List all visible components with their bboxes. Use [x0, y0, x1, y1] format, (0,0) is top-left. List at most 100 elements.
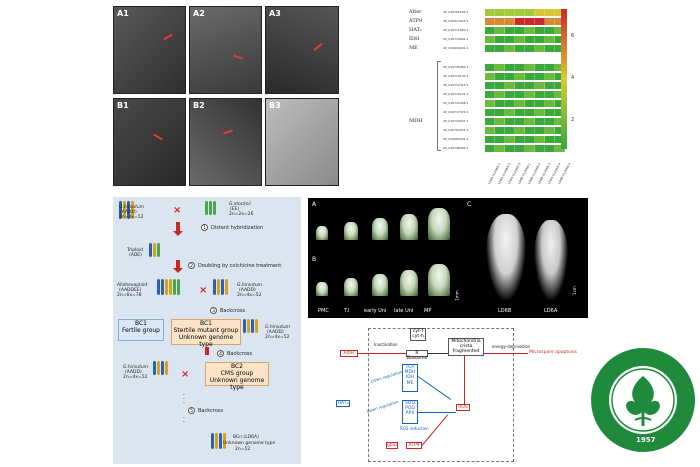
- heatmap-gene-label: MDH: [409, 118, 423, 124]
- chromosome-icon: [153, 361, 156, 375]
- heatmap-cell: [545, 109, 555, 116]
- heatmap-cell: [525, 100, 535, 107]
- recur1-name: G.hirsutum: [237, 283, 263, 288]
- heatmap-cell: [505, 109, 515, 116]
- legend-tick-6: 6: [571, 33, 575, 39]
- heatmap-cell: [505, 91, 515, 98]
- heatmap-cell: [505, 136, 515, 143]
- heatmap-cell: [535, 64, 545, 71]
- heatmap-cell: [545, 18, 555, 25]
- heatmap-cell: [545, 73, 555, 80]
- stage-label-ti: T.I: [344, 308, 350, 314]
- heatmap-cell: [535, 145, 545, 152]
- heatmap-row-id: XP_016712313.1: [443, 83, 469, 87]
- heatmap-cell: [545, 9, 555, 16]
- chromosome-icon: [205, 201, 208, 215]
- bc2-sub1: CMS group: [220, 370, 254, 377]
- chromosome-icon: [165, 361, 168, 375]
- chromosome-icon: [217, 279, 220, 295]
- heatmap-cell: [495, 118, 505, 125]
- chromosome-icon: [255, 319, 258, 333]
- flower-bud-icon: [428, 208, 450, 240]
- flower-bud-icon: [344, 278, 358, 296]
- step-5-text: Backcross: [198, 408, 224, 414]
- heatmap-row-id: XP_016717374.1: [443, 110, 469, 114]
- heatmap-cell: [485, 127, 495, 134]
- heatmap-cell: [535, 45, 545, 52]
- stage-label-late: late Uni: [394, 308, 414, 314]
- em-figure: A1 A2 A3 B1 B2 B3: [113, 6, 339, 186]
- heatmap-cell: [545, 127, 555, 134]
- node-apoptosis: Microspore apoptosis: [528, 350, 578, 357]
- stage-label-early: early Uni: [364, 308, 387, 314]
- parent2-chrom: 2n=2x=26: [229, 212, 254, 217]
- heatmap-gene-label: HAT₁: [409, 27, 423, 33]
- heatmap-cell: [495, 136, 505, 143]
- heatmap-cell: [525, 118, 535, 125]
- logo-seal-icon: [591, 348, 695, 452]
- heatmap-cell: [485, 136, 495, 143]
- recur3-chrom: 2n=4x=52: [123, 375, 148, 380]
- heatmap-cell: [495, 27, 505, 34]
- stage-label-mp: MP: [424, 308, 432, 314]
- heatmap-cell: [505, 64, 515, 71]
- em-label-b3: B3: [269, 101, 281, 110]
- heatmap-cell: [495, 18, 505, 25]
- heatmap-cell: [515, 82, 525, 89]
- legend-tick-4: 4: [571, 75, 575, 81]
- heatmap-cell: [525, 36, 535, 43]
- node-cyt: cyt-f cyt-h: [410, 328, 426, 341]
- chromosome-icon: [157, 243, 160, 257]
- enzyme-group-tca: TCA MDH IDH ME: [402, 364, 418, 392]
- chromosome-icon: [123, 201, 126, 219]
- heatmap-cell: [515, 64, 525, 71]
- edge-line: [358, 353, 406, 354]
- photo-label-b: B: [312, 256, 317, 263]
- chromosome-icon: [149, 243, 152, 257]
- heatmap-cell: [535, 82, 545, 89]
- recur2-chrom: 2n=4x=52: [265, 335, 290, 340]
- em-panel-b1: B1: [113, 98, 186, 186]
- triploid-genome: (ADE): [129, 253, 142, 258]
- heatmap-cell: [525, 9, 535, 16]
- heatmap-cell: [485, 109, 495, 116]
- heatmap-cell: [495, 109, 505, 116]
- node-fragmented-label: fragmented: [452, 349, 480, 355]
- em-panel-b2: B2: [189, 98, 262, 186]
- heatmap-cell: [505, 118, 515, 125]
- c-label-ld6a: LD6A: [544, 308, 558, 314]
- cross-icon: ×: [181, 369, 190, 380]
- parent1-chrom: 2n=4x=52: [119, 215, 144, 220]
- node-cytf: cyt-f: [412, 329, 424, 334]
- edge-line: [484, 353, 528, 354]
- heatmap-cell: [545, 136, 555, 143]
- heatmap-cell: [535, 136, 545, 143]
- heatmap-cell: [515, 9, 525, 16]
- chromosome-icon: [221, 279, 224, 295]
- breeding-scheme: G.hirsutum (AADD) 2n=4x=52 × G.stocksii …: [113, 197, 301, 464]
- recur1-genome: (AADD): [239, 288, 256, 293]
- heatmap-row-id: XP_016694241.1: [443, 46, 469, 50]
- heatmap-cell: [505, 100, 515, 107]
- heatmap-cell: [525, 18, 535, 25]
- em-panel-a3: A3: [265, 6, 339, 94]
- c-label-ld6b: LD6B: [498, 308, 512, 314]
- bc2-cms-box: BC2 CMS group Unknown genome type: [205, 362, 269, 391]
- photo-label-a: A: [312, 201, 317, 208]
- heatmap-cell: [515, 136, 525, 143]
- heatmap-cell: [495, 91, 505, 98]
- node-crista-label: crista: [459, 344, 473, 350]
- heatmap-cell: [485, 45, 495, 52]
- cross-icon: ×: [199, 285, 208, 296]
- edge-line: [418, 412, 456, 413]
- legend-tick-2: 2: [571, 117, 575, 123]
- step-4-badge: 4: [217, 350, 224, 357]
- logo-year: 1957: [636, 436, 656, 444]
- enzyme-apx: APX: [405, 411, 415, 417]
- heatmap-cell: [545, 145, 555, 152]
- node-mito-label: Mitochondria: [451, 339, 481, 344]
- institute-logo: 1957: [589, 346, 697, 454]
- triploid-name: Triploid: [127, 248, 144, 253]
- flower-ld6a: [534, 220, 568, 300]
- heatmap-cell: [515, 127, 525, 134]
